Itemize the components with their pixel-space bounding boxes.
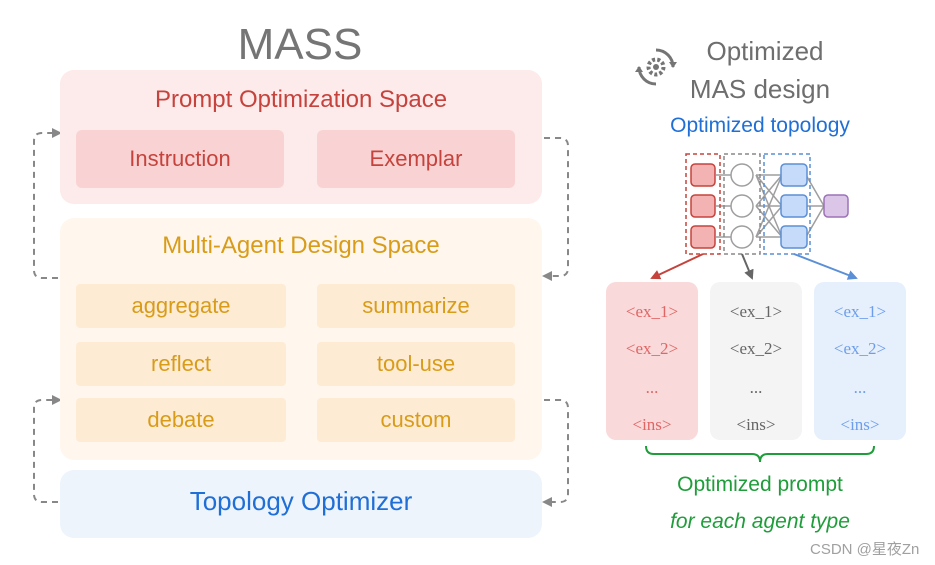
column-item: <ex_1> xyxy=(729,302,783,321)
custom-box: custom xyxy=(317,398,515,442)
optimized-design-line1: Optimized xyxy=(706,36,824,66)
prompt-optimization-space: Prompt Optimization Space Instruction Ex… xyxy=(60,70,542,204)
loop-arrow-left-top xyxy=(33,128,62,279)
tool-use-box: tool-use xyxy=(317,342,515,386)
prompt-column-gray: <ex_1> <ex_2> ... <ins> xyxy=(710,282,802,440)
column-item: <ex_1> xyxy=(833,302,887,321)
loop-arrow-right-bottom xyxy=(542,399,569,507)
optimized-prompt-sublabel: for each agent type xyxy=(670,510,850,533)
topology-optimizer: Topology Optimizer xyxy=(60,470,542,538)
summarize-box: summarize xyxy=(317,284,515,328)
column-item: <ex_2> xyxy=(625,339,679,358)
debate-box: debate xyxy=(76,398,286,442)
prompt-column-blue: <ex_1> <ex_2> ... <ins> xyxy=(814,282,906,440)
gear-refresh-icon xyxy=(635,48,677,86)
optimized-prompt-label: Optimized prompt xyxy=(677,473,843,496)
multi-agent-design-space: Multi-Agent Design Space aggregate summa… xyxy=(60,218,542,460)
loop-arrow-left-bottom xyxy=(33,395,62,503)
design-space-title: Multi-Agent Design Space xyxy=(162,232,440,259)
aggregate-box: aggregate xyxy=(76,284,286,328)
column-item: <ins> xyxy=(736,415,776,434)
reflect-box: reflect xyxy=(76,342,286,386)
instruction-box: Instruction xyxy=(76,130,284,188)
column-item: <ins> xyxy=(632,415,672,434)
green-brace xyxy=(645,445,875,463)
optimized-topology-label: Optimized topology xyxy=(670,114,850,137)
column-item: ... xyxy=(853,378,867,397)
column-item: ... xyxy=(645,378,659,397)
prompt-column-red: <ex_1> <ex_2> ... <ins> xyxy=(606,282,698,440)
column-item: <ex_2> xyxy=(833,339,887,358)
optimized-design-line2: MAS design xyxy=(689,74,831,104)
loop-arrow-right-top xyxy=(542,137,569,281)
prompt-space-title: Prompt Optimization Space xyxy=(154,86,448,113)
column-item: <ex_2> xyxy=(729,339,783,358)
topology-network xyxy=(650,153,858,280)
exemplar-box: Exemplar xyxy=(317,130,515,188)
column-item: ... xyxy=(749,378,763,397)
topology-optimizer-title: Topology Optimizer xyxy=(189,486,413,516)
column-item: <ins> xyxy=(840,415,880,434)
column-item: <ex_1> xyxy=(625,302,679,321)
watermark: CSDN @星夜Zn xyxy=(810,541,920,558)
diagram-title: MASS xyxy=(237,20,363,69)
